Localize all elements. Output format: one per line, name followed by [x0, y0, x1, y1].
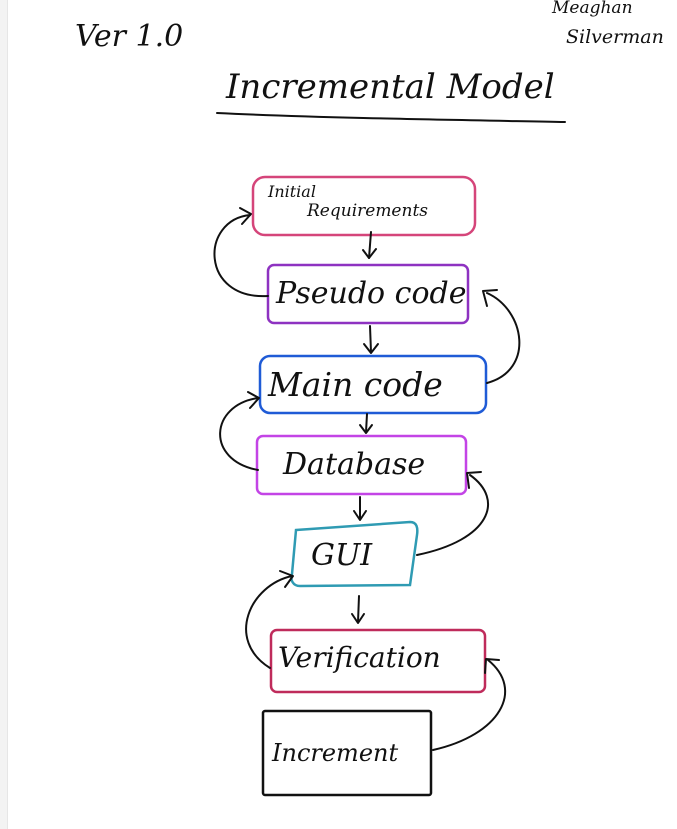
arrow-pseudo-to-main [363, 325, 379, 354]
increment-box [261, 709, 433, 797]
loop-increment-to-verification [432, 658, 507, 751]
gui-label: GUI [311, 538, 373, 573]
version-label: Ver 1.0 [75, 19, 184, 54]
diagram-title: Incremental Model [226, 67, 555, 107]
pseudo-code-label: Pseudo code [276, 276, 467, 311]
loop-gui-to-database [416, 471, 489, 556]
loop-main-to-pseudo [482, 289, 521, 384]
initial-label-line1: Initial [268, 182, 316, 201]
arrow-database-to-gui [353, 496, 367, 521]
page-edge [0, 0, 8, 829]
arrow-gui-to-verification [351, 595, 365, 624]
initial-requirements-box [251, 175, 477, 237]
initial-label-line2: Requirements [307, 201, 429, 221]
database-box [255, 434, 468, 496]
arrow-initial-to-pseudo [362, 231, 377, 259]
author-last-name: Silverman [566, 26, 664, 48]
verification-label: Verification [278, 641, 441, 674]
arrow-main-to-database [359, 413, 373, 434]
database-label: Database [283, 447, 426, 482]
loop-pseudo-to-initial [213, 207, 269, 298]
loop-database-to-main [219, 391, 260, 471]
title-underline [216, 112, 566, 123]
main-code-box [258, 354, 488, 415]
loop-verification-to-gui [245, 570, 294, 669]
pseudo-code-box [266, 263, 470, 325]
increment-label: Increment [272, 739, 399, 767]
main-code-label: Main code [268, 365, 443, 404]
author-first-name: Meaghan [552, 0, 633, 18]
